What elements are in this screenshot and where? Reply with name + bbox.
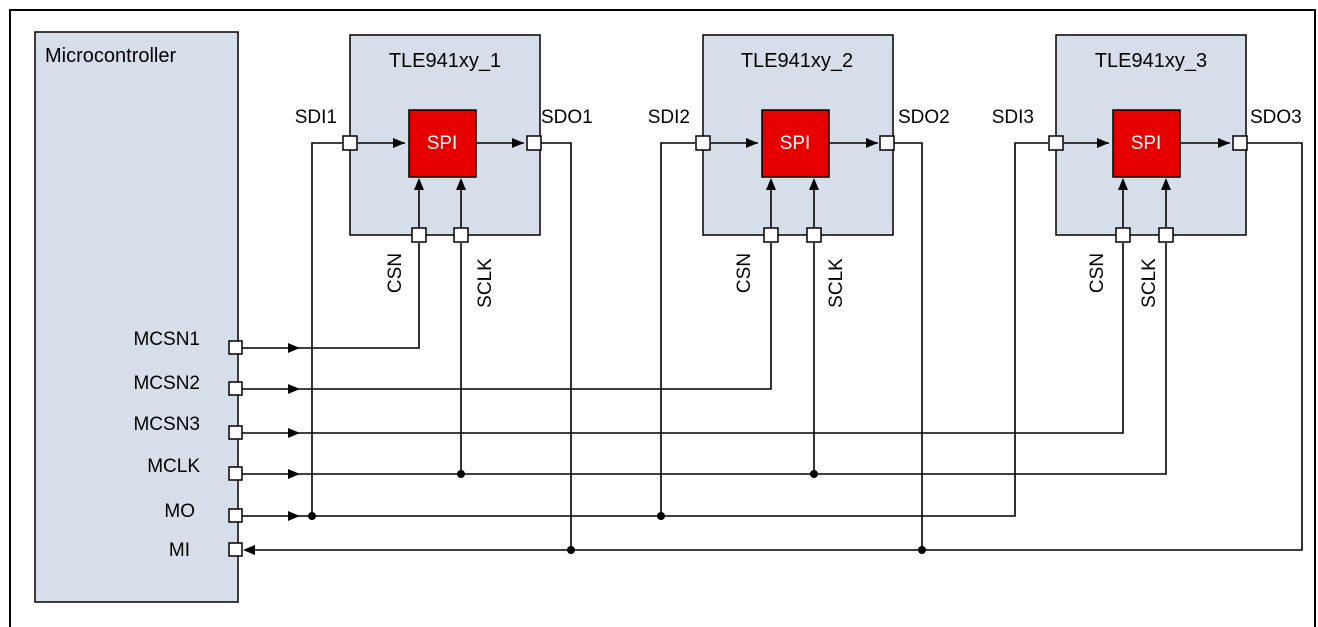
device-2-spi-label: SPI — [780, 133, 811, 154]
wire-mcsn2 — [242, 243, 772, 390]
pin-dev1-sdi — [342, 135, 358, 151]
pin-dev3-csn — [1115, 227, 1131, 243]
microcontroller-block: Microcontroller MCSN1 MCSN2 MCSN3 MCLK M… — [34, 31, 239, 603]
pin-label-mi: MI — [169, 540, 190, 561]
pin-dev3-sdo — [1232, 135, 1248, 151]
pin-dev1-sdo — [526, 135, 542, 151]
wire-sdo2-to-mi — [894, 142, 923, 550]
device-1-sdo-label: SDO1 — [541, 107, 593, 128]
pin-dev2-sdo — [879, 135, 895, 151]
pin-mi — [228, 542, 243, 557]
junction-mi-sdo2 — [918, 546, 926, 554]
junction-mclk-dev1 — [457, 470, 465, 478]
pin-dev3-sclk — [1158, 227, 1174, 243]
junction-mi-sdo1 — [567, 546, 575, 554]
pin-dev2-csn — [763, 227, 779, 243]
diagram-frame — [9, 9, 1316, 627]
wire-mo-to-sdi1 — [242, 142, 342, 517]
arrow-mi — [243, 545, 255, 555]
pin-label-mcsn3: MCSN3 — [133, 414, 200, 435]
device-3-spi-core — [1112, 109, 1181, 178]
arrow-dev2-csn — [766, 178, 776, 190]
pin-mclk — [228, 466, 243, 481]
arrow-dev2-sclk — [809, 178, 819, 190]
pin-dev1-csn — [411, 227, 427, 243]
junction-dots — [308, 470, 926, 554]
device-3-csn-label: CSN — [1087, 253, 1108, 293]
arrow-dev2-sdi — [746, 138, 758, 148]
pin-dev2-sdi — [695, 135, 711, 151]
device-1-sclk-label: SCLK — [475, 258, 496, 308]
junction-mo-dev2 — [657, 512, 665, 520]
pin-mcsn3 — [228, 425, 243, 440]
device-3-spi-label: SPI — [1131, 133, 1162, 154]
device-3-block: TLE941xy_3 SPI SDI3 SDO3 CSN SCLK — [992, 34, 1302, 308]
arrow-mcsn3 — [288, 428, 300, 438]
device-2-sclk-label: SCLK — [826, 258, 847, 308]
device-3-sdo-label: SDO3 — [1250, 107, 1302, 128]
device-3-sclk-label: SCLK — [1139, 258, 1160, 308]
device-1-block: TLE941xy_1 SPI SDI1 SDO1 CSN SCLK — [295, 34, 593, 308]
wire-sdo1-to-mi — [540, 142, 572, 550]
pin-label-mo: MO — [164, 501, 195, 522]
pin-mcsn1 — [228, 340, 243, 355]
arrow-mcsn1 — [288, 343, 300, 353]
pin-mo — [228, 508, 243, 523]
pin-label-mcsn1: MCSN1 — [133, 329, 200, 350]
device-2-sdo-label: SDO2 — [898, 107, 950, 128]
device-1-spi-core — [408, 109, 477, 178]
device-2-block: TLE941xy_2 SPI SDI2 SDO2 CSN SCLK — [648, 34, 950, 308]
junction-mo-dev1 — [308, 512, 316, 520]
arrow-dev3-sdi — [1097, 138, 1109, 148]
device-1-spi-label: SPI — [427, 133, 458, 154]
device-2-sdi-label: SDI2 — [648, 107, 690, 128]
device-2-title: TLE941xy_2 — [741, 50, 853, 72]
pin-dev1-sclk — [453, 227, 469, 243]
microcontroller-title: Microcontroller — [45, 45, 176, 67]
pin-label-mcsn2: MCSN2 — [133, 373, 200, 394]
arrow-mclk — [288, 469, 300, 479]
arrow-mo — [288, 511, 300, 521]
arrow-dev1-sdo — [512, 138, 524, 148]
device-3-sdi-label: SDI3 — [992, 107, 1034, 128]
microcontroller-body — [34, 31, 239, 603]
wire-mcsn3 — [242, 243, 1124, 434]
device-1-title: TLE941xy_1 — [389, 50, 501, 72]
wire-sdo3-to-mi — [250, 142, 1303, 551]
arrowheads — [243, 138, 1230, 555]
arrow-dev2-sdo — [866, 138, 878, 148]
wire-mcsn1 — [242, 243, 420, 349]
pin-dev2-sclk — [806, 227, 822, 243]
arrow-dev1-sclk — [456, 178, 466, 190]
pin-dev3-sdi — [1048, 135, 1064, 151]
junction-mclk-dev2 — [810, 470, 818, 478]
device-1-sdi-label: SDI1 — [295, 107, 337, 128]
arrow-dev3-sclk — [1161, 178, 1171, 190]
arrow-dev1-sdi — [393, 138, 405, 148]
arrow-dev3-csn — [1118, 178, 1128, 190]
device-3-title: TLE941xy_3 — [1095, 50, 1207, 72]
arrow-dev1-csn — [414, 178, 424, 190]
wire-mo-to-sdi2 — [660, 142, 695, 516]
device-1-csn-label: CSN — [385, 253, 406, 293]
arrow-dev3-sdo — [1218, 138, 1230, 148]
pin-label-mclk: MCLK — [147, 456, 200, 477]
wire-mclk-bus — [242, 243, 1167, 475]
device-2-csn-label: CSN — [734, 253, 755, 293]
arrow-mcsn2 — [288, 384, 300, 394]
pin-squares — [228, 135, 1248, 557]
pin-mcsn2 — [228, 381, 243, 396]
